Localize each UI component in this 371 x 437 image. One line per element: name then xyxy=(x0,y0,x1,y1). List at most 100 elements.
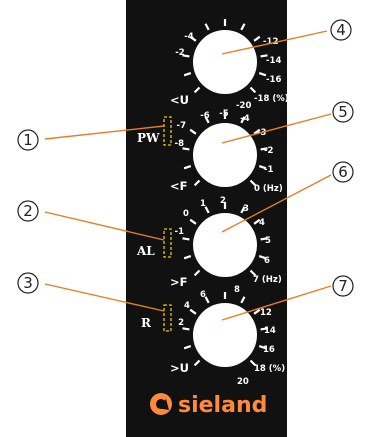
knob-2-tick xyxy=(193,179,201,187)
knob-3-tick xyxy=(183,255,192,260)
r-scale-label: 16 xyxy=(263,345,275,355)
knob-4-tick xyxy=(258,345,267,350)
knob-2-tick xyxy=(253,128,261,135)
knob-3-tick xyxy=(249,269,257,277)
knob-4-tick xyxy=(240,296,246,304)
knob-3-tick xyxy=(260,237,268,241)
knob-1-tick xyxy=(253,35,261,42)
callout-number: 3 xyxy=(23,274,33,292)
scale-ticks xyxy=(182,19,268,367)
callout-4: 4 xyxy=(330,19,352,41)
pw-end-label: <U xyxy=(170,93,189,107)
pw-label: PW xyxy=(137,131,160,145)
pf-scale-label: -2 xyxy=(264,146,274,156)
knob-4-tick xyxy=(249,359,257,367)
knob-2-tick xyxy=(260,147,268,151)
knob-1-tick xyxy=(260,54,268,58)
pw-scale-label: -4 xyxy=(184,32,194,42)
callout-line-3 xyxy=(44,283,165,312)
al-label: AL xyxy=(136,244,155,258)
pf-scale-label: 0 (Hz) xyxy=(254,184,283,194)
callout-7: 7 xyxy=(332,275,354,297)
knob-2-tick xyxy=(240,116,246,124)
r-scale-label: 20 xyxy=(237,377,249,387)
pw-scale-label: -2 xyxy=(175,48,185,58)
al-scale-label: 8 xyxy=(234,285,240,295)
callout-line-4 xyxy=(221,30,328,55)
knob-pulse-width[interactable] xyxy=(193,30,257,94)
knob-4-tick xyxy=(260,327,268,331)
knob-3-tick xyxy=(182,237,190,241)
brand-name: sieland xyxy=(178,393,267,418)
al-scale-label: 1 xyxy=(200,199,206,209)
knob-2-tick xyxy=(249,179,257,187)
pf-scale-label: -8 xyxy=(175,139,185,149)
knob-1-tick xyxy=(189,35,197,42)
al-scale-label: 0 xyxy=(183,209,189,219)
pf-scale-label: -1 xyxy=(264,165,274,175)
knob-3-tick xyxy=(253,218,261,225)
knob-1-tick xyxy=(204,23,210,31)
knob-4-tick xyxy=(189,308,197,315)
callout-line-1 xyxy=(44,125,165,140)
al-scale-label: 2 xyxy=(220,196,226,206)
knob-alpha[interactable] xyxy=(193,213,257,277)
knob-3-tick xyxy=(204,206,210,214)
pf-scale-label: -7 xyxy=(177,121,187,131)
al-scale-label: 4 xyxy=(259,218,265,228)
r-scale-label: 18 (%) xyxy=(254,364,285,374)
callout-line-7 xyxy=(221,285,332,321)
knob-1-tick xyxy=(240,23,246,31)
knob-1-tick xyxy=(183,72,192,77)
knob-4-tick xyxy=(204,296,210,304)
callout-number: 5 xyxy=(338,103,348,121)
pw-scale-label: -20 xyxy=(236,101,251,111)
knob-2-tick xyxy=(189,128,197,135)
pw-scale-label: -18 (%) xyxy=(254,94,289,104)
sieland-logo-icon xyxy=(150,393,172,415)
knob-4-tick xyxy=(253,308,261,315)
callout-3: 3 xyxy=(17,272,39,294)
al-end-label: >F xyxy=(170,275,188,289)
r-scale-label: 4 xyxy=(184,301,190,311)
callout-5: 5 xyxy=(332,101,354,123)
knob-range[interactable] xyxy=(193,303,257,367)
callout-6: 6 xyxy=(332,161,354,183)
r-scale-label: 6 xyxy=(200,290,206,300)
knob-2-tick xyxy=(183,165,192,170)
pw-scale-label: -14 xyxy=(266,56,281,66)
callout-number: 4 xyxy=(336,21,346,39)
callout-line-6 xyxy=(221,174,332,233)
al-scale-label: 6 xyxy=(264,256,270,266)
pf-end-label: <F xyxy=(170,179,188,193)
r-scale-label: 14 xyxy=(264,326,276,336)
pf-scale-label: -5 xyxy=(219,109,229,119)
knob-3-tick xyxy=(240,206,246,214)
knob-1-tick xyxy=(182,54,190,58)
al-dashed-marker xyxy=(163,228,172,258)
knob-2-tick xyxy=(258,165,267,170)
r-scale-label: 2 xyxy=(178,318,184,328)
knob-3-tick xyxy=(258,255,267,260)
pf-scale-label: -4 xyxy=(240,114,250,124)
pf-scale-label: -6 xyxy=(200,111,210,121)
pw-dashed-marker xyxy=(163,116,172,146)
knob-4-tick xyxy=(182,327,190,331)
knob-2-tick xyxy=(204,116,210,124)
r-dashed-marker xyxy=(163,304,172,332)
al-scale-label: 3 xyxy=(243,204,249,214)
knob-pulse-frequency[interactable] xyxy=(193,123,257,187)
callout-line-2 xyxy=(44,211,165,241)
knob-4-tick xyxy=(183,345,192,350)
al-scale-label: -1 xyxy=(175,227,185,237)
knob-3-tick xyxy=(189,218,197,225)
callout-line-5 xyxy=(221,113,332,144)
knob-1-tick xyxy=(249,86,257,94)
al-scale-label: 7 (Hz) xyxy=(253,275,282,285)
callout-2: 2 xyxy=(17,200,39,222)
callout-number: 1 xyxy=(23,131,33,149)
knob-1-tick xyxy=(258,72,267,77)
r-scale-label: 12 xyxy=(260,308,272,318)
pw-scale-label: -12 xyxy=(263,37,278,47)
